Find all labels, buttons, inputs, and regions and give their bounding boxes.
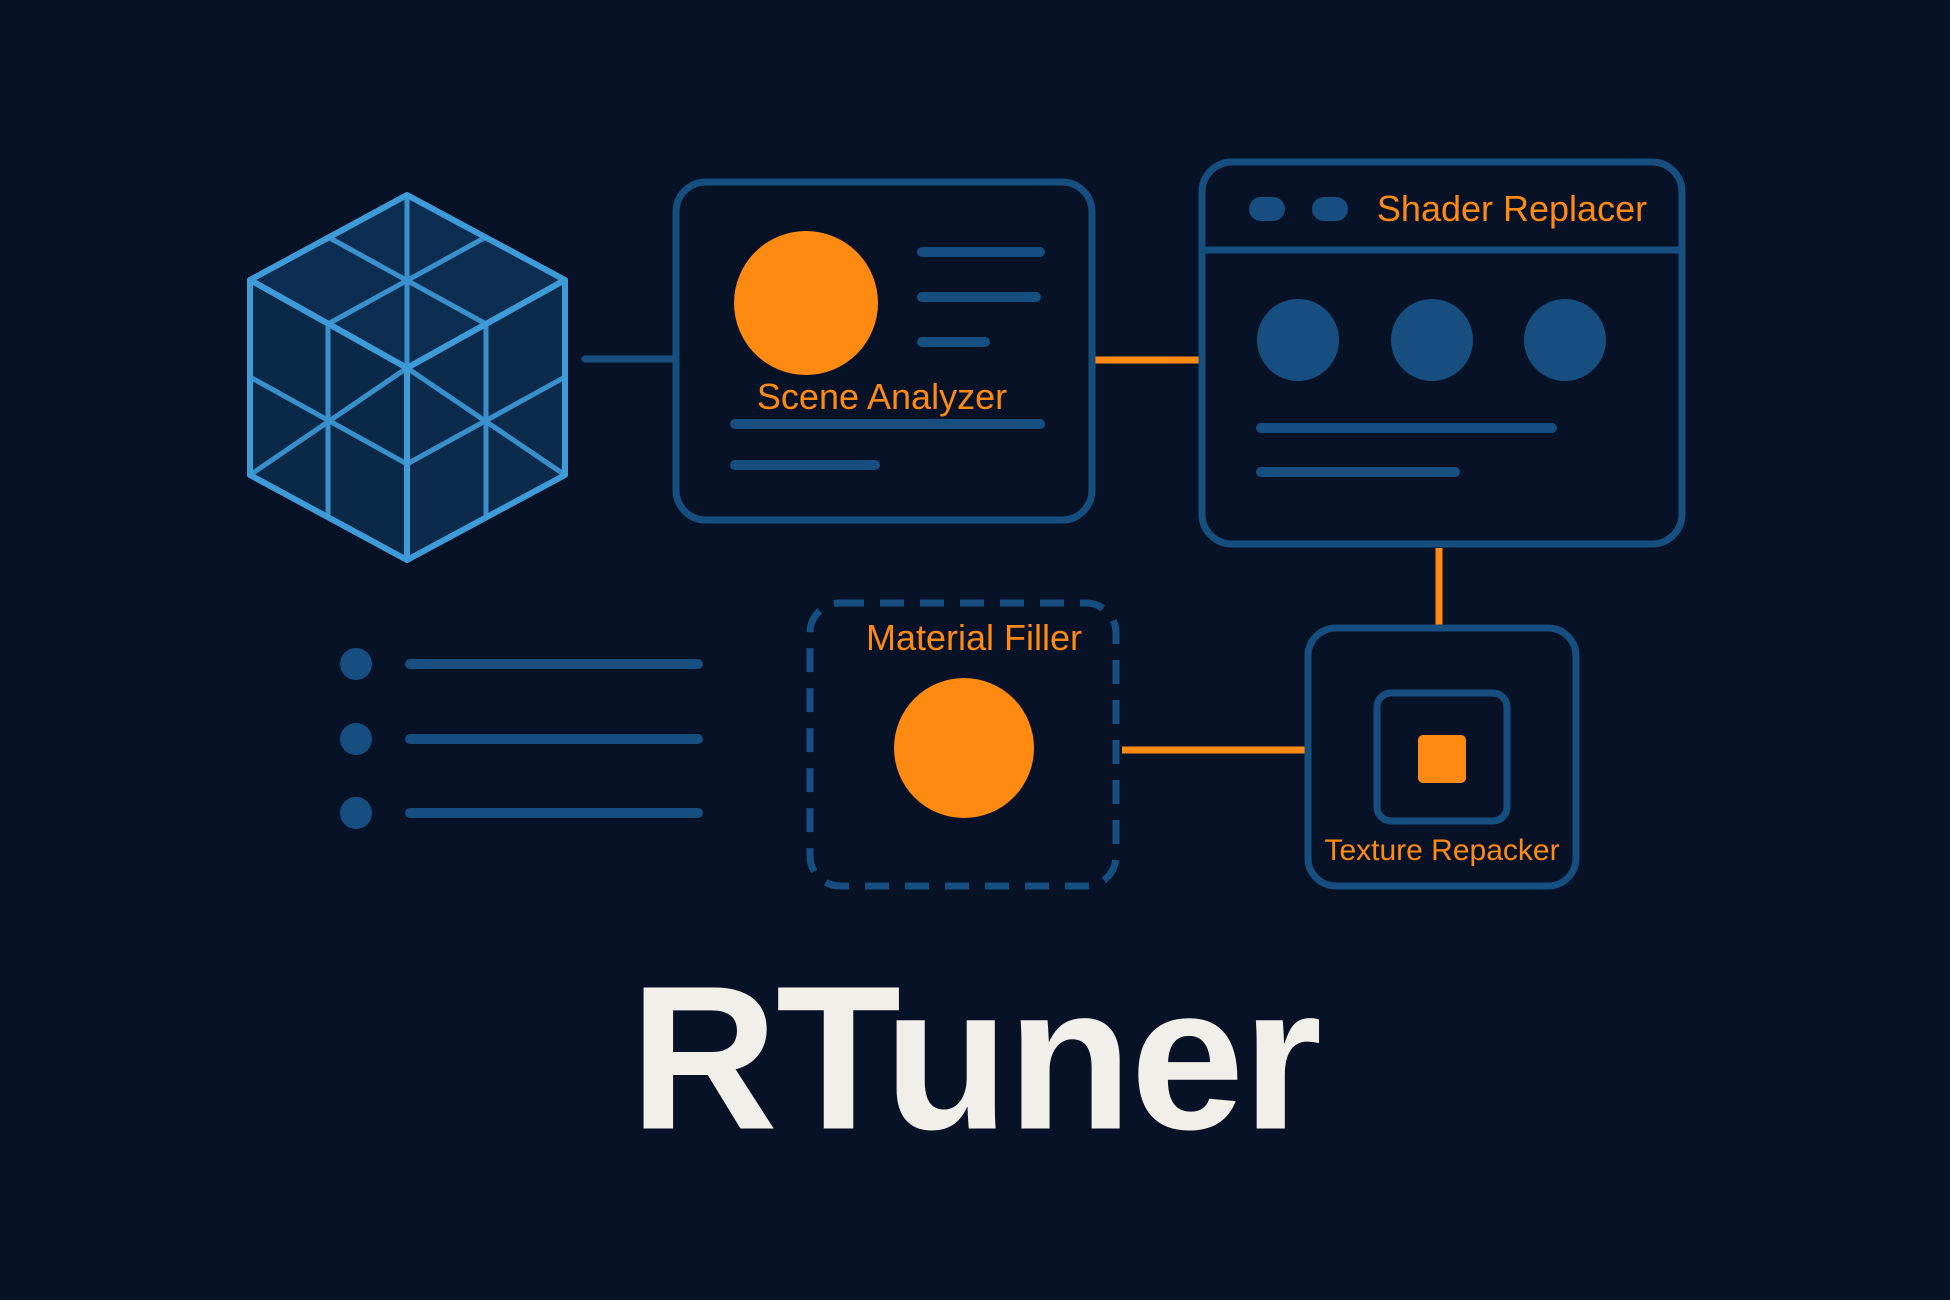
material-filler-card[interactable] xyxy=(806,599,1120,890)
material-filler-label: Material Filler xyxy=(865,617,1083,658)
scene-analyzer-dot xyxy=(734,231,878,375)
material-filler-dot xyxy=(894,678,1034,818)
app-title: RTuner xyxy=(629,943,1322,1173)
bullet-list-icon xyxy=(340,648,703,829)
texture-repacker-label: Texture Repacker xyxy=(1324,834,1560,867)
cube-wireframe-icon xyxy=(247,192,568,563)
scene-analyzer-card[interactable] xyxy=(672,178,1096,524)
scene-analyzer-label: Scene Analyzer xyxy=(756,376,1008,417)
shader-replacer-label: Shader Replacer xyxy=(1376,188,1648,229)
shader-replacer-window[interactable] xyxy=(1198,158,1686,548)
texture-repacker-card[interactable] xyxy=(1304,624,1580,890)
shader-node-dot xyxy=(1391,299,1473,381)
connectors xyxy=(581,355,1443,754)
shader-node-dot xyxy=(1524,299,1606,381)
window-controls-icon xyxy=(1249,197,1348,221)
shader-node-dot xyxy=(1257,299,1339,381)
texture-square-icon xyxy=(1373,689,1511,825)
